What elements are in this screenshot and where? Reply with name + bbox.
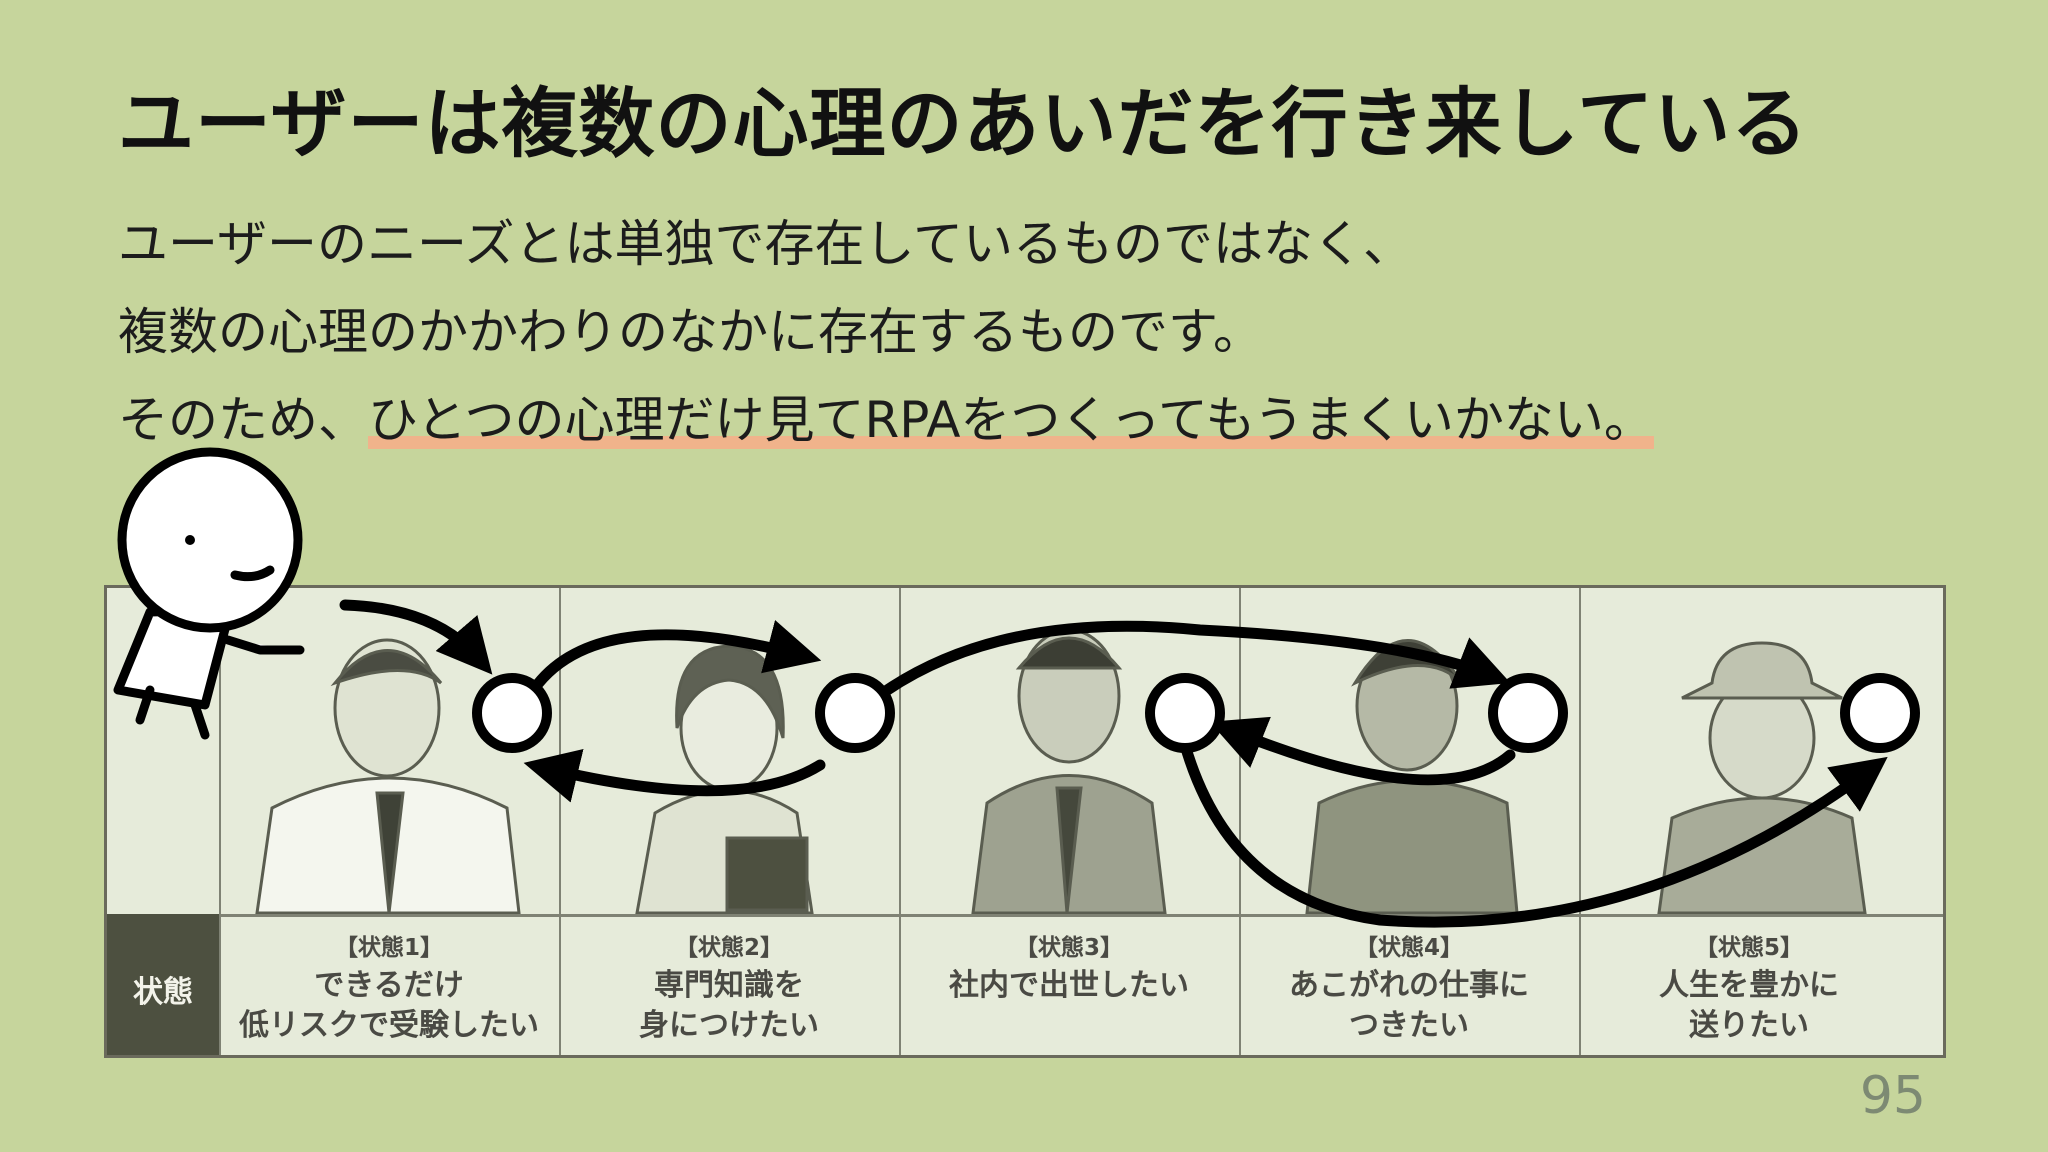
state-desc: 社内で出世したい [949,968,1189,1003]
state-cell-4: 【状態4】 あこがれの仕事に つきたい [1239,928,1579,1048]
state-desc: 送りたい [1689,1008,1809,1043]
state-desc: あこがれの仕事に [1289,968,1529,1003]
state-node [472,673,552,753]
state-tag: 【状態5】 [1694,935,1803,961]
state-tag: 【状態4】 [1354,935,1463,961]
state-tag: 【状態1】 [334,935,443,961]
highlighted-text: ひとつの心理だけ見てRPAをつくってもうまくいかない。 [368,391,1654,449]
state-row-header: 状態 [107,914,219,1055]
body-line-1: ユーザーのニーズとは単独で存在しているものではなく、 [118,215,1413,273]
body-line-2: 複数の心理のかかわりのなかに存在するものです。 [118,303,1263,361]
person-illustration [1305,639,1519,915]
state-node [815,673,895,753]
column-1 [219,588,559,1055]
column-4 [1239,588,1579,1055]
slide-title: ユーザーは複数の心理のあいだを行き来している [118,79,1809,168]
column-2 [559,588,899,1055]
person-illustration [971,628,1167,915]
state-desc: 身につけたい [639,1008,819,1043]
stick-figure-character [113,447,305,740]
state-desc: 専門知識を [654,968,804,1003]
body-line-3: そのため、ひとつの心理だけ見てRPAをつくってもうまくいかない。 [118,380,1654,452]
state-cell-3: 【状態3】 社内で出世したい [899,928,1239,1048]
state-desc: 低リスクで受験したい [239,1008,539,1043]
body-line-3-prefix: そのため、 [118,391,368,449]
state-cell-1: 【状態1】 できるだけ 低リスクで受験したい [219,928,559,1048]
arrow [339,599,1888,928]
person-illustration [255,638,521,915]
page-number: 95 [1859,1066,1926,1126]
persona-table: 状態 【状態1】 できるだけ 低リスクで受験したい 【状態2】 専門知識を 身に… [104,585,1946,1058]
state-tag: 【状態2】 [674,935,783,961]
state-cell-2: 【状態2】 専門知識を 身につけたい [559,928,899,1048]
column-5 [1579,588,1919,1055]
column-3 [899,588,1239,1055]
state-tag: 【状態3】 [1014,935,1123,961]
state-node [1145,673,1225,753]
person-illustrations [255,628,1867,915]
state-node [1840,673,1920,753]
state-desc: 人生を豊かに [1659,968,1839,1003]
state-cell-5: 【状態5】 人生を豊かに 送りたい [1579,928,1919,1048]
state-row [107,914,1943,1049]
person-illustration [635,644,814,915]
state-node [1488,673,1568,753]
state-node [472,673,1920,753]
state-desc: つきたい [1349,1008,1469,1043]
state-desc: できるだけ [314,968,464,1003]
person-illustration [1657,641,1867,915]
